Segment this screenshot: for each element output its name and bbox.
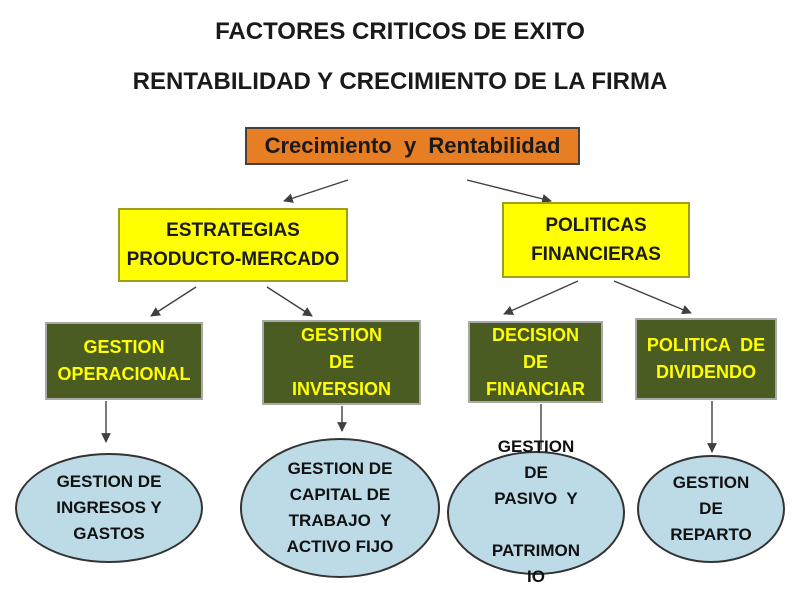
node-gestion-capital-trabajo: GESTION DE CAPITAL DE TRABAJO Y ACTIVO F… [240,438,440,578]
node-gestion-pasivo-patrimonio: GESTION DE PASIVO Y PATRIMON IO [447,437,625,586]
node-label-dividendo: POLITICA DE DIVIDENDO [646,335,766,382]
arrow-estrategias-to-inversion [266,286,313,317]
node-label-estrategias: ESTRATEGIAS PRODUCTO-MERCADO [126,220,340,270]
node-label-ingresos: GESTION DE INGRESOS Y GASTOS [56,472,162,543]
node-label-politicas: POLITICAS FINANCIERAS [531,215,661,265]
arrow-politicas-to-financiar [503,280,579,315]
node-gestion-de-reparto: GESTION DE REPARTO [637,455,785,563]
page-subtitle: RENTABILIDAD Y CRECIMIENTO DE LA FIRMA [132,68,668,95]
node-crecimiento-y-rentabilidad: Crecimiento y Rentabilidad [245,127,580,165]
node-estrategias-producto-mercado: ESTRATEGIAS PRODUCTO-MERCADO [118,208,348,282]
node-label-reparto: GESTION DE REPARTO [670,473,752,544]
page-title: FACTORES CRITICOS DE EXITO [215,18,585,45]
node-label-operacional: GESTION OPERACIONAL [57,337,191,384]
node-label-capital: GESTION DE CAPITAL DE TRABAJO Y ACTIVO F… [286,459,394,556]
node-decision-de-financiar: DECISION DE FINANCIAR [468,321,603,403]
arrow-politicas-to-dividendo [613,280,692,315]
node-label-financiar: DECISION DE FINANCIAR [486,324,585,399]
node-label-inversion: GESTION DE INVERSION [291,325,392,399]
node-gestion-operacional: GESTION OPERACIONAL [45,322,203,400]
node-gestion-de-inversion: GESTION DE INVERSION [262,320,421,405]
node-label-crecimiento: Crecimiento y Rentabilidad [264,133,561,158]
node-politicas-financieras: POLITICAS FINANCIERAS [502,202,690,278]
node-label-pasivo: GESTION DE PASIVO Y PATRIMON IO [491,437,581,586]
arrow-root-to-estrategias [283,179,349,203]
arrow-estrategias-to-operacional [150,286,197,317]
node-politica-de-dividendo: POLITICA DE DIVIDENDO [635,318,777,400]
arrow-root-to-politicas [466,179,552,204]
node-gestion-ingresos-gastos: GESTION DE INGRESOS Y GASTOS [15,453,203,563]
